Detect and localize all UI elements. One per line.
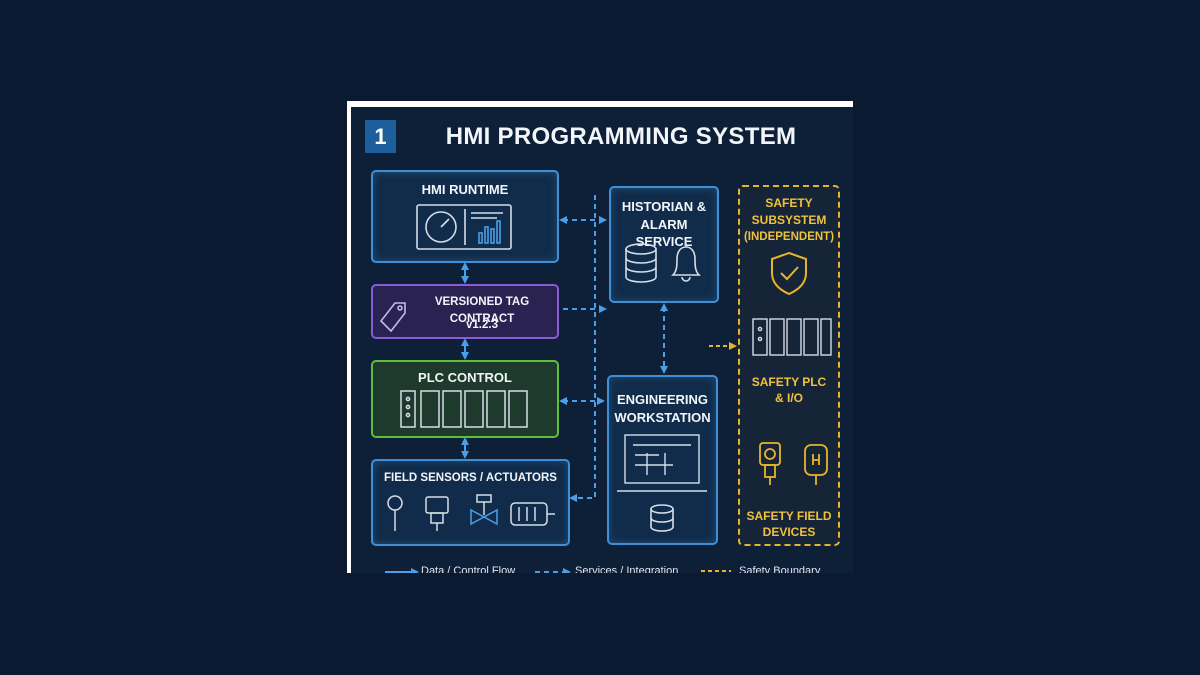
shield-check-icon	[771, 251, 807, 296]
section-number-badge: 1	[365, 120, 396, 153]
engineering-label-line2: WORKSTATION	[614, 410, 711, 425]
safety-subsystem-boundary: SAFETY SUBSYSTEM (INDEPENDENT) SAFETY PL…	[738, 185, 840, 546]
legend-services-label: Services / Integration	[575, 565, 679, 573]
safety-field-label-line1: SAFETY FIELD	[746, 509, 832, 523]
diagram-graphics	[379, 195, 832, 573]
safety-title-line3: (INDEPENDENT)	[743, 231, 835, 243]
temperature-sensor-icon	[387, 495, 403, 531]
tag-contract-version: v1.2.3	[466, 319, 498, 331]
historian-label-line1: HISTORIAN &	[621, 199, 707, 214]
services-connectors	[559, 195, 668, 502]
safety-switch-icon	[804, 444, 828, 485]
valve-icon	[470, 494, 498, 526]
tag-icon	[379, 302, 406, 333]
engineering-database-icon	[650, 504, 674, 532]
workstation-monitor-icon	[617, 434, 707, 492]
diagram-frame: 1 HMI PROGRAMMING SYSTEM HMI RUNTIME VER…	[347, 101, 853, 573]
dashboard-icon	[416, 204, 512, 250]
diagram-title: HMI PROGRAMMING SYSTEM	[445, 123, 797, 150]
safety-field-label-line2: DEVICES	[762, 525, 816, 539]
safety-plc-rack-icon	[752, 318, 832, 356]
legend-safety-label: Safety Boundary	[739, 565, 821, 573]
safety-sensor-icon	[759, 442, 781, 485]
field-sensors-label: FIELD SENSORS / ACTUATORS	[384, 472, 557, 484]
motor-icon	[510, 502, 555, 526]
safety-plc-label-line2: & I/O	[774, 391, 803, 405]
alarm-bell-icon	[671, 243, 701, 282]
diagram-panel: 1 HMI PROGRAMMING SYSTEM HMI RUNTIME VER…	[351, 107, 853, 573]
legend-data-flow-label: Data / Control Flow	[421, 565, 516, 573]
engineering-label-line1: ENGINEERING	[616, 392, 708, 407]
transmitter-icon	[425, 496, 449, 531]
plc-rack-icon	[400, 390, 528, 428]
hmi-runtime-label: HMI RUNTIME	[421, 182, 509, 197]
historian-alarm-block: HISTORIAN & ALARM SERVICE	[609, 186, 719, 303]
plc-control-label: PLC CONTROL	[418, 370, 512, 385]
safety-plc-label-line1: SAFETY PLC	[751, 375, 827, 389]
safety-title-line2: SUBSYSTEM	[751, 213, 827, 227]
tag-contract-label: VERSIONED TAG CONTRACT	[434, 296, 530, 325]
safety-title-line1: SAFETY	[765, 196, 813, 210]
database-icon	[625, 243, 657, 283]
